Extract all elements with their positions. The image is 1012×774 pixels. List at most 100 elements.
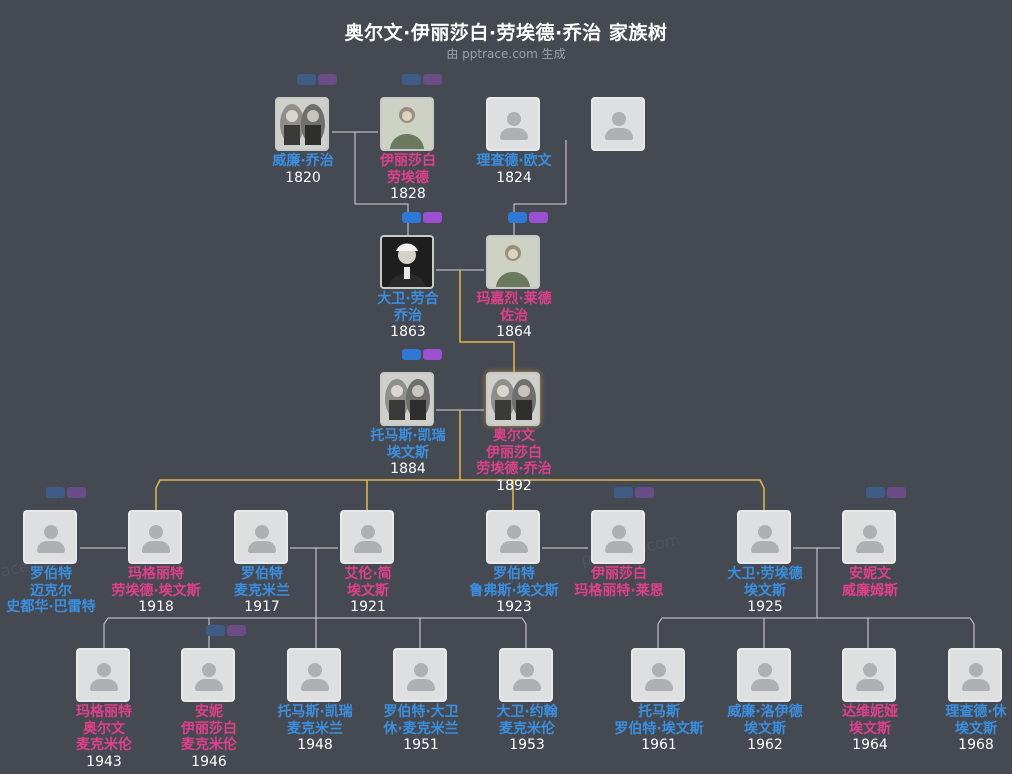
person-name-line: 埃文斯 (744, 582, 786, 599)
person-name-line: 劳埃德·埃文斯 (111, 582, 201, 599)
person-name-line: 伊丽莎白 (591, 566, 647, 582)
relation-badges (46, 487, 88, 506)
birth-year: 1948 (297, 737, 333, 753)
male-relation-badge[interactable] (402, 74, 421, 85)
person-photo[interactable] (275, 97, 329, 151)
relation-badges (402, 74, 444, 93)
person-photo[interactable] (486, 372, 540, 426)
person-name-line: 托马斯 (638, 704, 680, 720)
male-relation-badge[interactable] (614, 487, 633, 498)
person-photo[interactable] (380, 372, 434, 426)
female-relation-badge[interactable] (423, 349, 442, 360)
birth-year: 1864 (496, 324, 532, 340)
person-name-line: 罗伯特 (493, 566, 535, 582)
female-relation-badge[interactable] (318, 74, 337, 85)
male-relation-badge[interactable] (46, 487, 65, 498)
person-placeholder-icon[interactable] (76, 648, 130, 702)
person-placeholder-icon[interactable] (842, 648, 896, 702)
person-placeholder-icon[interactable] (486, 510, 540, 564)
person-name-line: 艾伦·简 (344, 566, 392, 582)
person-placeholder-icon[interactable] (737, 510, 791, 564)
female-relation-badge[interactable] (67, 487, 86, 498)
birth-year: 1824 (496, 169, 532, 186)
person-placeholder-icon[interactable] (842, 510, 896, 564)
person-photo[interactable] (380, 235, 434, 289)
person-name-line: 麦克米伦 (76, 737, 132, 753)
female-relation-badge[interactable] (423, 212, 442, 223)
person-name-line: 大卫·劳埃德 (727, 566, 803, 582)
person-placeholder-icon[interactable] (591, 510, 645, 564)
person-placeholder-icon[interactable] (23, 510, 77, 564)
male-relation-badge[interactable] (402, 212, 421, 223)
person-name-line: 麦克米兰 (234, 582, 290, 599)
female-relation-badge[interactable] (423, 74, 442, 85)
female-relation-badge[interactable] (887, 487, 906, 498)
female-relation-badge[interactable] (227, 625, 246, 636)
person-placeholder-icon[interactable] (393, 648, 447, 702)
person-name-line: 罗伯特·埃文斯 (614, 720, 704, 737)
person-name[interactable]: 安妮文威廉姆斯 (800, 566, 940, 599)
person-placeholder-icon[interactable] (499, 648, 553, 702)
person-photo[interactable] (486, 235, 540, 289)
male-relation-badge[interactable] (508, 212, 527, 223)
person-name-line: 劳埃德 (387, 169, 429, 186)
male-relation-badge[interactable] (206, 625, 225, 636)
person-name-line: 理查德·欧文 (476, 153, 552, 169)
person-name-line: 奥尔文 (493, 428, 535, 444)
person-name-line: 玛嘉烈·莱德 (476, 291, 552, 307)
person-name[interactable]: 罗伯特迈克尔史都华·巴雷特 (0, 566, 121, 616)
female-relation-badge[interactable] (529, 212, 548, 223)
person-placeholder-icon[interactable] (234, 510, 288, 564)
person-name-line: 麦克米伦 (181, 737, 237, 753)
person-placeholder-icon[interactable] (737, 648, 791, 702)
birth-year: 1820 (285, 169, 321, 186)
person-name[interactable]: 伊丽莎白玛格丽特·莱恩 (549, 566, 689, 599)
male-relation-badge[interactable] (297, 74, 316, 85)
person-placeholder-icon[interactable] (181, 648, 235, 702)
person-name-line: 乔治 (394, 307, 422, 324)
person-name-line: 埃文斯 (347, 582, 389, 599)
relation-badges (614, 487, 656, 506)
person-name-line: 托马斯·凯瑞 (370, 428, 446, 444)
male-relation-badge[interactable] (866, 487, 885, 498)
person-name-line: 玛格丽特·莱恩 (574, 582, 664, 599)
person-name-line: 托马斯·凯瑞 (277, 704, 353, 720)
person-placeholder-icon[interactable] (591, 97, 645, 151)
person-name-line: 伊丽莎白 (380, 153, 436, 169)
person-photo[interactable] (380, 97, 434, 151)
person-placeholder-icon[interactable] (287, 648, 341, 702)
birth-year: 1923 (496, 599, 532, 615)
person-name-line: 麦克米兰 (287, 720, 343, 737)
person-placeholder-icon[interactable] (486, 97, 540, 151)
person-placeholder-icon[interactable] (128, 510, 182, 564)
lineage-line (459, 270, 515, 372)
person-placeholder-icon[interactable] (340, 510, 394, 564)
page-subtitle: 由 pptrace.com 生成 (446, 47, 566, 61)
birth-year: 1964 (852, 737, 888, 753)
female-relation-badge[interactable] (635, 487, 654, 498)
person-placeholder-icon[interactable] (631, 648, 685, 702)
person-placeholder-icon[interactable] (948, 648, 1002, 702)
male-relation-badge[interactable] (402, 349, 421, 360)
